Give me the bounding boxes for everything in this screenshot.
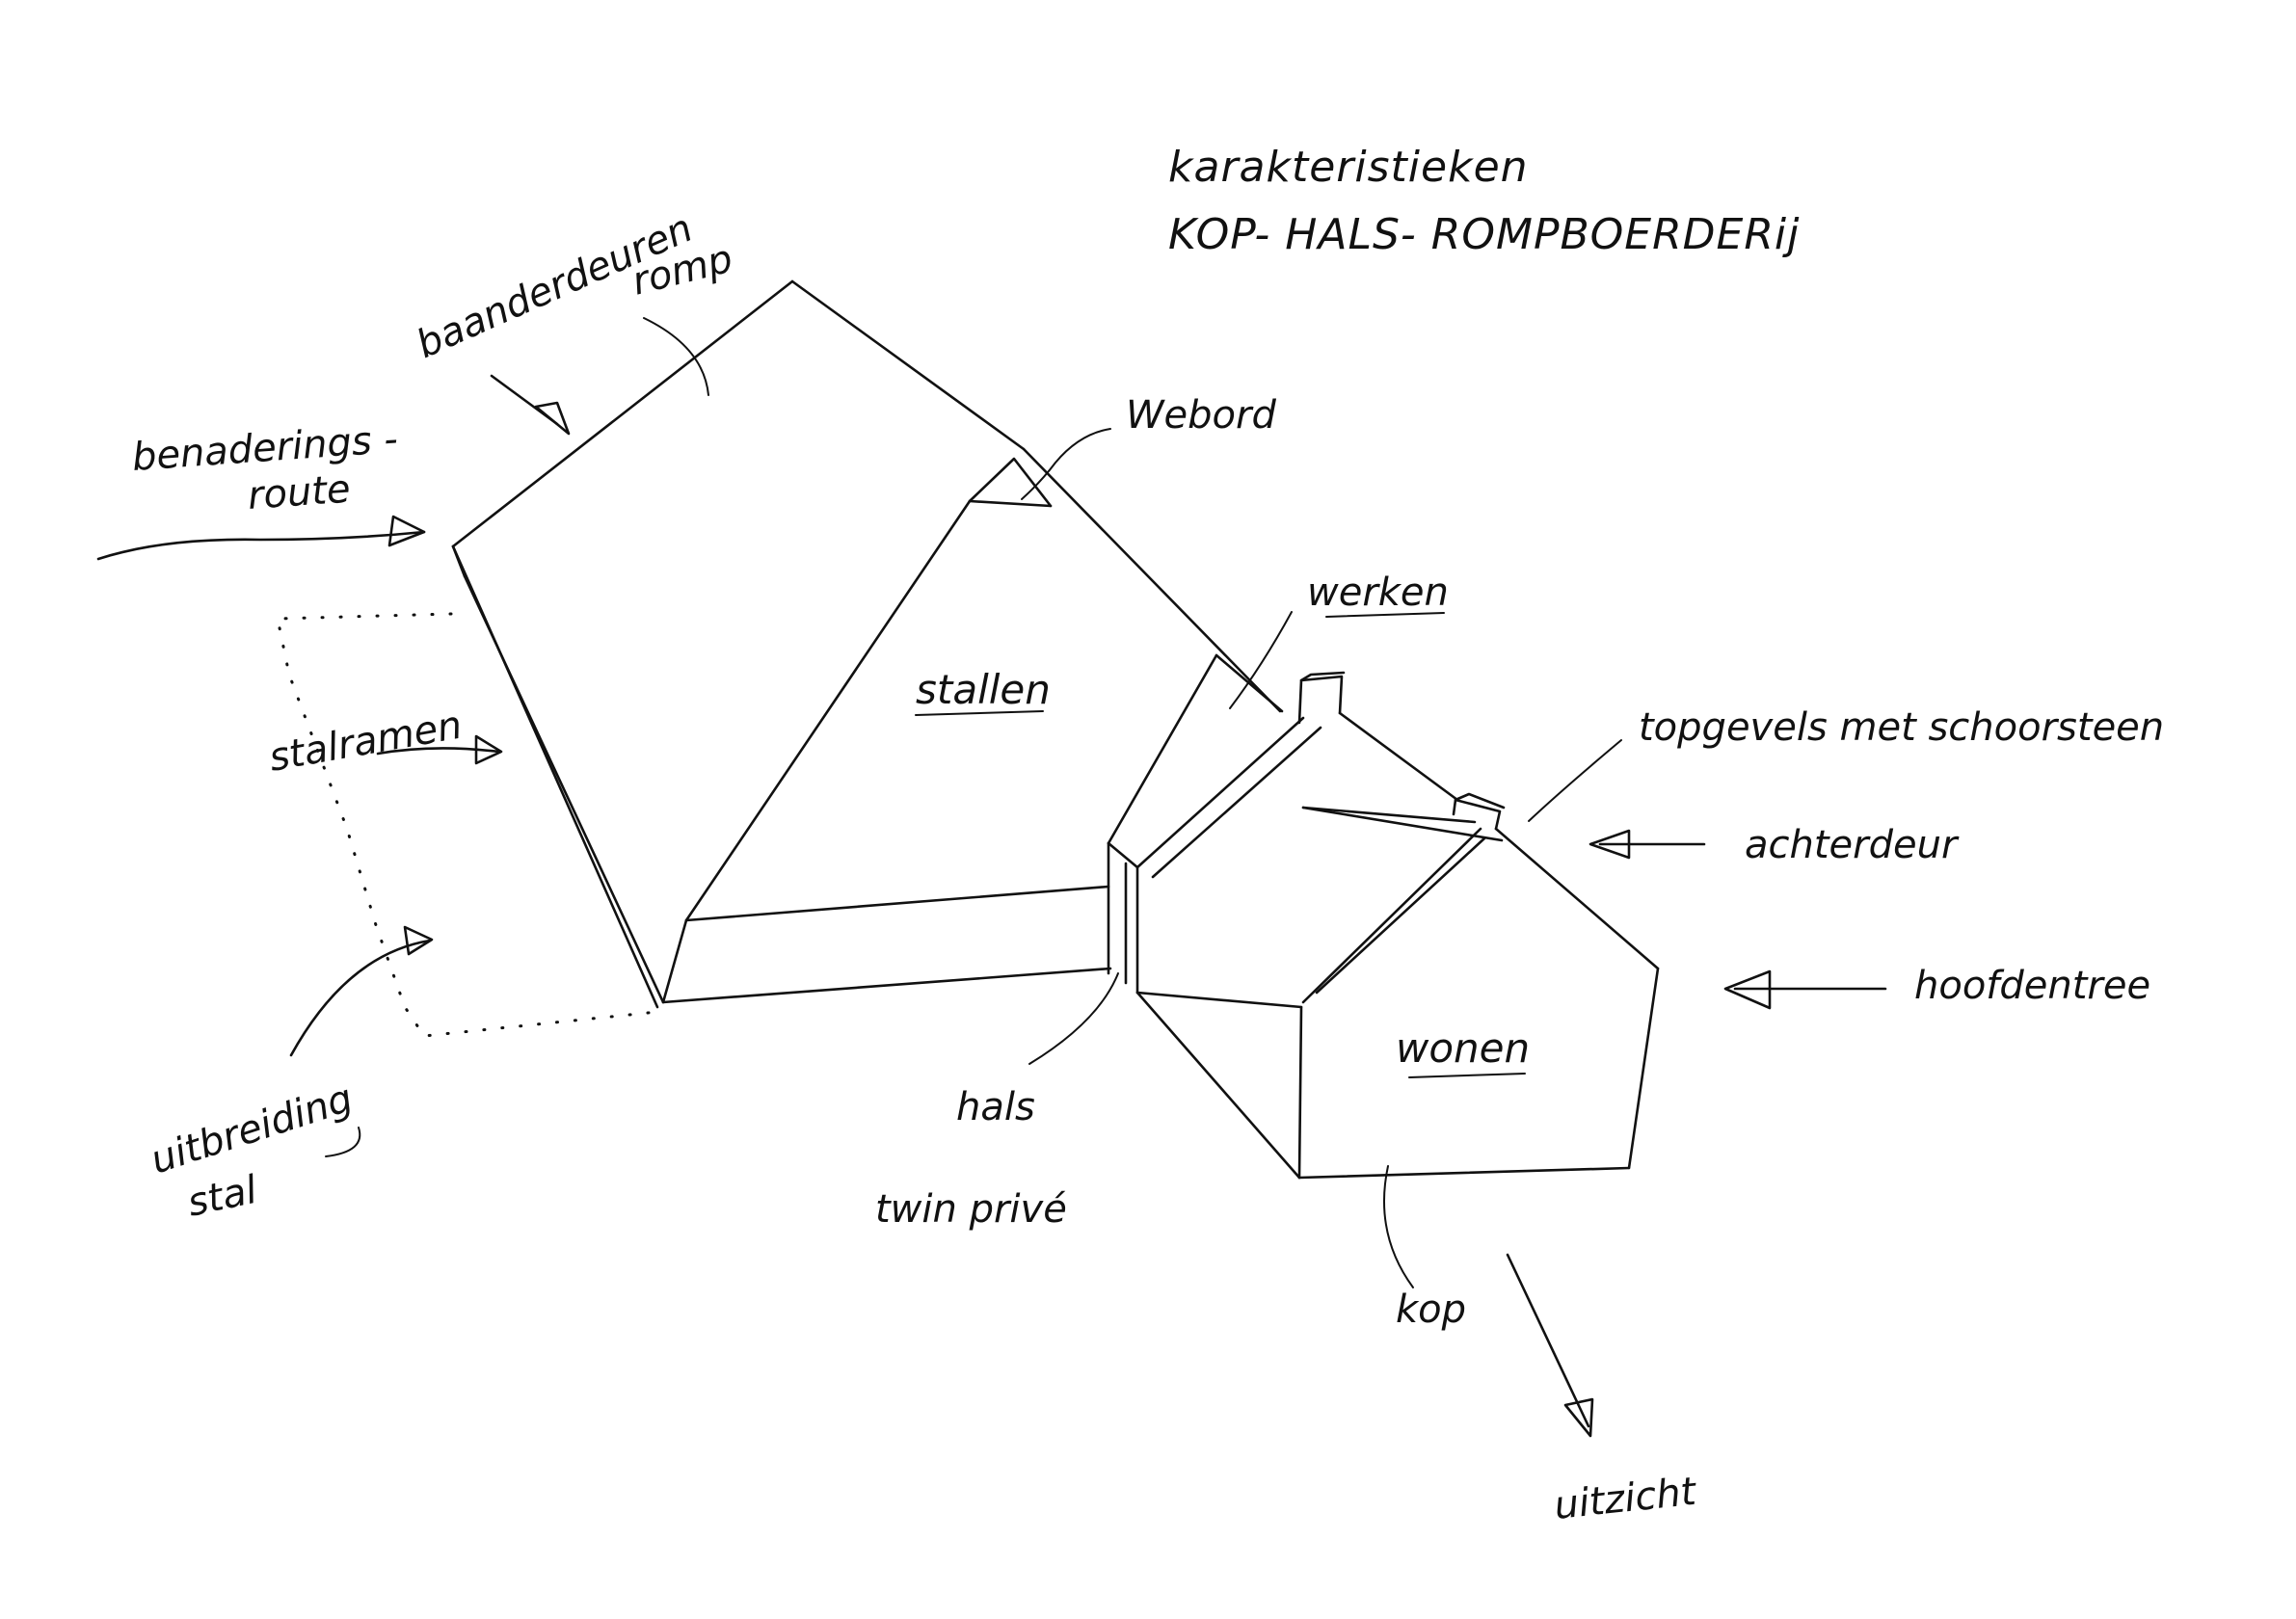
kop-leader (1383, 1165, 1414, 1288)
label-windbord: Webord (1126, 393, 1276, 438)
label-topgevels: topgevels met schoorsteen (1639, 705, 2164, 750)
label-hoofdentree: hoofdentree (1914, 964, 2150, 1008)
romp-leader (643, 317, 709, 396)
stallen-underline (915, 710, 1044, 716)
stalramen-arrow (376, 734, 503, 765)
label-route: route (246, 467, 352, 518)
title-line-2: KOP- HALS- ROMPBOERDERij (1168, 210, 1800, 259)
werken-underline (1325, 612, 1445, 618)
view-arrow (1506, 1253, 1594, 1438)
label-uitbreiding: uitbreiding (146, 1076, 359, 1183)
label-wonen: wonen (1396, 1024, 1530, 1072)
romp-barn-outline (451, 279, 1282, 1009)
back-door-arrow (1589, 829, 1706, 860)
uitbreiding-curl (325, 1127, 361, 1157)
uitbreiding-leader (289, 925, 434, 1057)
approach-arrow (96, 515, 426, 561)
label-uitzicht: uitzicht (1552, 1470, 1699, 1528)
label-twin-prive: twin privé (875, 1187, 1067, 1232)
topgevels-leader (1528, 739, 1622, 822)
hals-leader (1028, 972, 1119, 1065)
main-entrance-arrow (1723, 969, 1887, 1010)
barn-doors-arrow (490, 374, 571, 436)
label-stal: stal (184, 1168, 261, 1226)
label-stalramen: stalramen (266, 703, 466, 780)
wonen-underline (1408, 1073, 1526, 1078)
windbord-leader (1021, 428, 1111, 500)
label-werken: werken (1307, 571, 1449, 615)
label-hals: hals (956, 1085, 1035, 1129)
label-benaderings: benaderings - (130, 417, 399, 480)
kop-house-outline (1135, 671, 1660, 1180)
label-kop: kop (1396, 1287, 1466, 1332)
werken-leader (1229, 611, 1293, 709)
uitbreiding-dotted-outline (276, 612, 659, 1038)
hals-neck-outline (1107, 653, 1284, 995)
title-line-1: karakteristieken (1168, 143, 1529, 192)
label-achterdeur: achterdeur (1745, 823, 1960, 867)
label-stallen: stallen (916, 666, 1051, 713)
